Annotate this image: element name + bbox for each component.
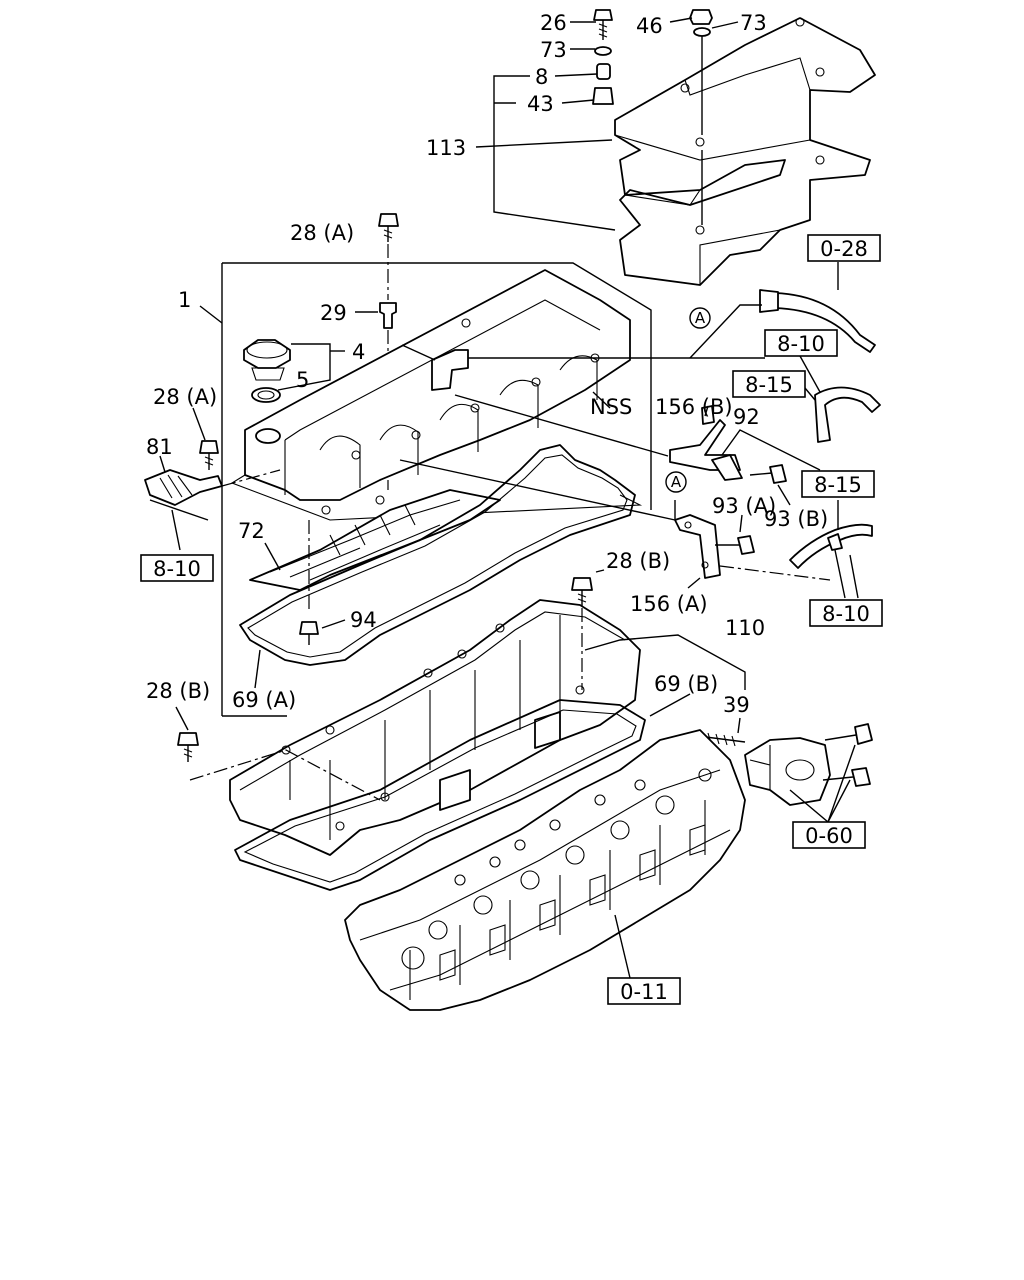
ref-0-28: 0-28: [820, 237, 868, 261]
callout-28b-left: 28 (B): [146, 679, 210, 703]
callout-46: 46: [636, 14, 663, 38]
bolt-93a: [715, 535, 755, 555]
callout-73-right: 73: [740, 11, 767, 35]
collar-29: [379, 302, 397, 329]
callout-69b: 69 (B): [654, 672, 718, 696]
callout-5: 5: [296, 368, 309, 392]
callout-26: 26: [540, 11, 567, 35]
hose-8-10-upper: [814, 386, 881, 443]
callout-156a: 156 (A): [630, 592, 708, 616]
collar-8: [596, 63, 611, 80]
callout-81: 81: [146, 435, 173, 459]
hose-8-15-lower: [789, 523, 873, 569]
head-cover-gasket-69a: [239, 444, 636, 666]
breather-elbow: [401, 344, 765, 391]
ref-box-0-28: [807, 234, 881, 262]
bolt-28b-left: [177, 732, 199, 762]
bracket-156a: [674, 514, 721, 579]
bracket-156b: [669, 405, 743, 481]
callout-39: 39: [723, 693, 750, 717]
sensor-assembly: [744, 737, 831, 806]
callout-nss: NSS: [590, 395, 632, 419]
oil-filler-cap: [243, 339, 291, 381]
callout-28a-top: 28 (A): [290, 221, 354, 245]
marker-a-lower: [665, 471, 687, 493]
ref-box-8-10-b: [140, 554, 214, 582]
bolt-94: [299, 621, 319, 645]
ref-box-8-15-a: [732, 370, 806, 398]
hose-0-28: [774, 292, 876, 353]
ref-8-15-a: 8-15: [745, 373, 793, 397]
washer-73: [594, 46, 612, 56]
sensor-bolt-upper: [824, 723, 873, 745]
nut-46: [689, 9, 713, 25]
oil-filler-neck: [255, 428, 281, 444]
ref-0-11: 0-11: [620, 980, 668, 1004]
callout-29: 29: [320, 301, 347, 325]
bolt-93b: [749, 464, 787, 484]
spacer-frame-110: [229, 599, 641, 856]
cylinder-head: [344, 729, 746, 1011]
callout-28a-left: 28 (A): [153, 385, 217, 409]
ref-8-10-a: 8-10: [777, 332, 825, 356]
callout-43: 43: [527, 92, 554, 116]
callout-4: 4: [352, 340, 365, 364]
bolt-28b-mid: [571, 577, 593, 606]
callout-110: 110: [725, 616, 765, 640]
sensor-bolt-lower: [822, 767, 871, 787]
baffle-plate-72: [249, 489, 501, 591]
bolt-28a-top: [378, 213, 399, 242]
cylinder-head-cover: [230, 269, 643, 521]
bracket-81: [144, 469, 223, 521]
callout-93b: 93 (B): [764, 507, 828, 531]
callout-28b-mid: 28 (B): [606, 549, 670, 573]
callout-69a: 69 (A): [232, 688, 296, 712]
ref-box-8-10-c: [809, 599, 883, 627]
ref-0-60: 0-60: [805, 824, 853, 848]
ref-8-15-b: 8-15: [814, 473, 862, 497]
spacer-gasket-69b: [234, 699, 646, 891]
callout-113: 113: [426, 136, 466, 160]
callout-72: 72: [238, 519, 265, 543]
grommet-43: [592, 87, 614, 105]
ref-box-0-60: [792, 821, 866, 849]
callout-8: 8: [535, 65, 548, 89]
marker-a-lower-label: A: [671, 473, 682, 491]
callout-156b: 156 (B): [655, 395, 733, 419]
ref-box-8-10-a: [764, 329, 838, 357]
callout-73-left: 73: [540, 38, 567, 62]
ref-box-8-15-b: [801, 470, 875, 498]
ref-box-0-11: [607, 977, 681, 1005]
marker-a-upper-label: A: [695, 309, 706, 327]
bolt-28a-left: [199, 440, 219, 470]
ref-8-10-b: 8-10: [153, 557, 201, 581]
ref-8-10-c: 8-10: [822, 602, 870, 626]
callout-92: 92: [733, 405, 760, 429]
seal-ring-5: [251, 387, 281, 403]
washer-73-right: [693, 27, 711, 37]
callout-94: 94: [350, 608, 377, 632]
callout-93a: 93 (A): [712, 494, 776, 518]
marker-a-upper: [689, 307, 711, 329]
bolt-26: [593, 9, 613, 40]
callout-1: 1: [178, 288, 191, 312]
heat-shield-cover: [614, 17, 876, 286]
